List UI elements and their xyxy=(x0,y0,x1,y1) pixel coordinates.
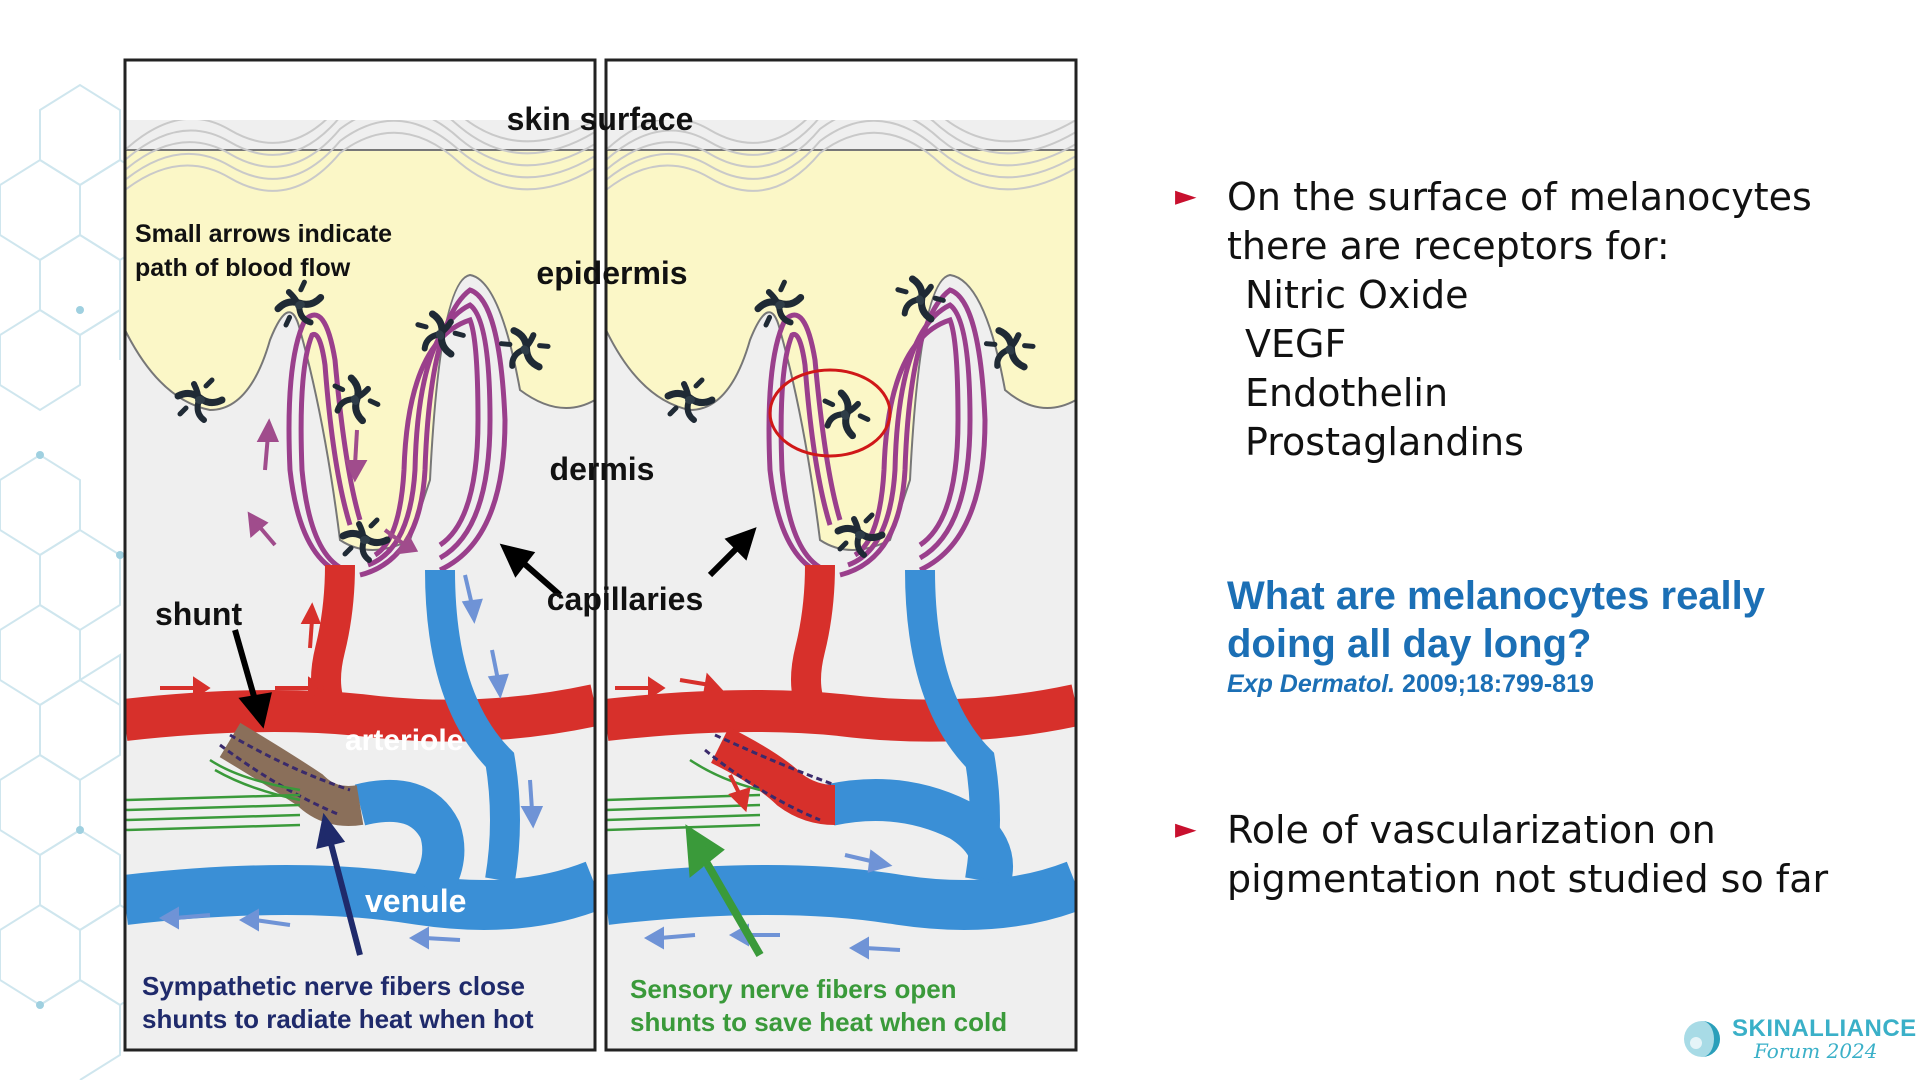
label-dermis: dermis xyxy=(550,451,655,487)
citation: Exp Dermatol. 2009;18:799-819 xyxy=(1227,670,1867,699)
citation-details: 2009;18:799-819 xyxy=(1395,670,1594,698)
label-arrows-note-2: path of blood flow xyxy=(135,254,351,282)
droplet-logo-icon xyxy=(1684,1021,1720,1057)
receptor-item: VEGF xyxy=(1245,322,1347,366)
label-skin-surface: skin surface xyxy=(507,101,694,137)
receptor-item: Endothelin xyxy=(1245,371,1449,415)
bullet-text-line-2: pigmentation not studied so far xyxy=(1227,857,1829,901)
logo-subtitle: Forum 2024 xyxy=(1754,1039,1878,1063)
label-capillaries: capillaries xyxy=(547,581,704,617)
journal-name: Exp Dermatol. xyxy=(1227,670,1396,698)
caption-left-line-1: Sympathetic nerve fibers close xyxy=(142,971,525,1001)
question-line-2: doing all day long? xyxy=(1227,622,1592,666)
bullet-text-line-1: Role of vascularization on xyxy=(1227,808,1716,852)
question-line-1: What are melanocytes really xyxy=(1227,574,1766,618)
bullet-marker-icon: ► xyxy=(1175,812,1197,845)
right-panel xyxy=(604,58,1078,1052)
receptor-item: Nitric Oxide xyxy=(1245,273,1469,317)
label-arrows-note-1: Small arrows indicate xyxy=(135,220,392,248)
caption-left-line-2: shunts to radiate heat when hot xyxy=(142,1004,534,1034)
caption-right-line-2: shunts to save heat when cold xyxy=(630,1007,1007,1037)
bullet-text-line-1: On the surface of melanocytes xyxy=(1227,175,1812,219)
label-arteriole: arteriole xyxy=(345,724,463,757)
bullet-marker-icon: ► xyxy=(1175,179,1197,212)
caption-right-line-1: Sensory nerve fibers open xyxy=(630,974,957,1004)
label-venule: venule xyxy=(365,883,466,919)
left-panel xyxy=(123,58,597,1052)
reference-question: What are melanocytes really doing all da… xyxy=(1227,572,1867,699)
highlight-circle xyxy=(768,368,892,458)
bullet-receptors: ► On the surface of melanocytes there ar… xyxy=(1175,173,1875,467)
label-epidermis: epidermis xyxy=(536,255,687,291)
receptor-item: Prostaglandins xyxy=(1245,420,1524,464)
logo-name: SKINALLIANCE xyxy=(1732,1015,1917,1042)
skinalliance-logo: SKINALLIANCE Forum 2024 xyxy=(1682,1015,1916,1065)
label-shunt: shunt xyxy=(155,596,242,632)
bullet-vascularization: ► Role of vascularization on pigmentatio… xyxy=(1175,806,1875,904)
bullet-text-line-2: there are receptors for: xyxy=(1227,224,1670,268)
